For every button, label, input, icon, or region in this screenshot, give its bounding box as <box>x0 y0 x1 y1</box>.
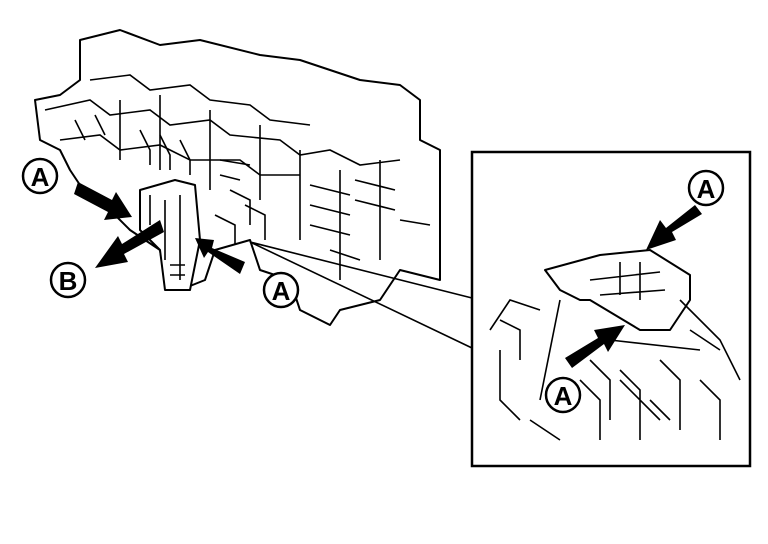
callout-b: B <box>49 261 87 299</box>
arrow-inset-top <box>646 205 702 250</box>
svg-text:A: A <box>554 381 573 411</box>
svg-text:A: A <box>272 276 291 306</box>
callout-a-inset-top: A <box>687 169 725 207</box>
relay-box-assembly <box>34 29 441 326</box>
svg-text:B: B <box>59 266 78 296</box>
arrow-push-tab-left <box>74 182 132 220</box>
callout-a-left: A <box>21 157 59 195</box>
callout-a-inset-bottom: A <box>544 376 582 414</box>
callout-a-bottom: A <box>262 271 300 309</box>
arrow-push-tab-right <box>195 238 245 274</box>
svg-text:A: A <box>697 174 716 204</box>
arrow-inset-bottom <box>565 325 625 368</box>
arrow-pull-out-b <box>95 220 164 268</box>
leader-line <box>249 241 473 349</box>
svg-text:A: A <box>31 162 50 192</box>
